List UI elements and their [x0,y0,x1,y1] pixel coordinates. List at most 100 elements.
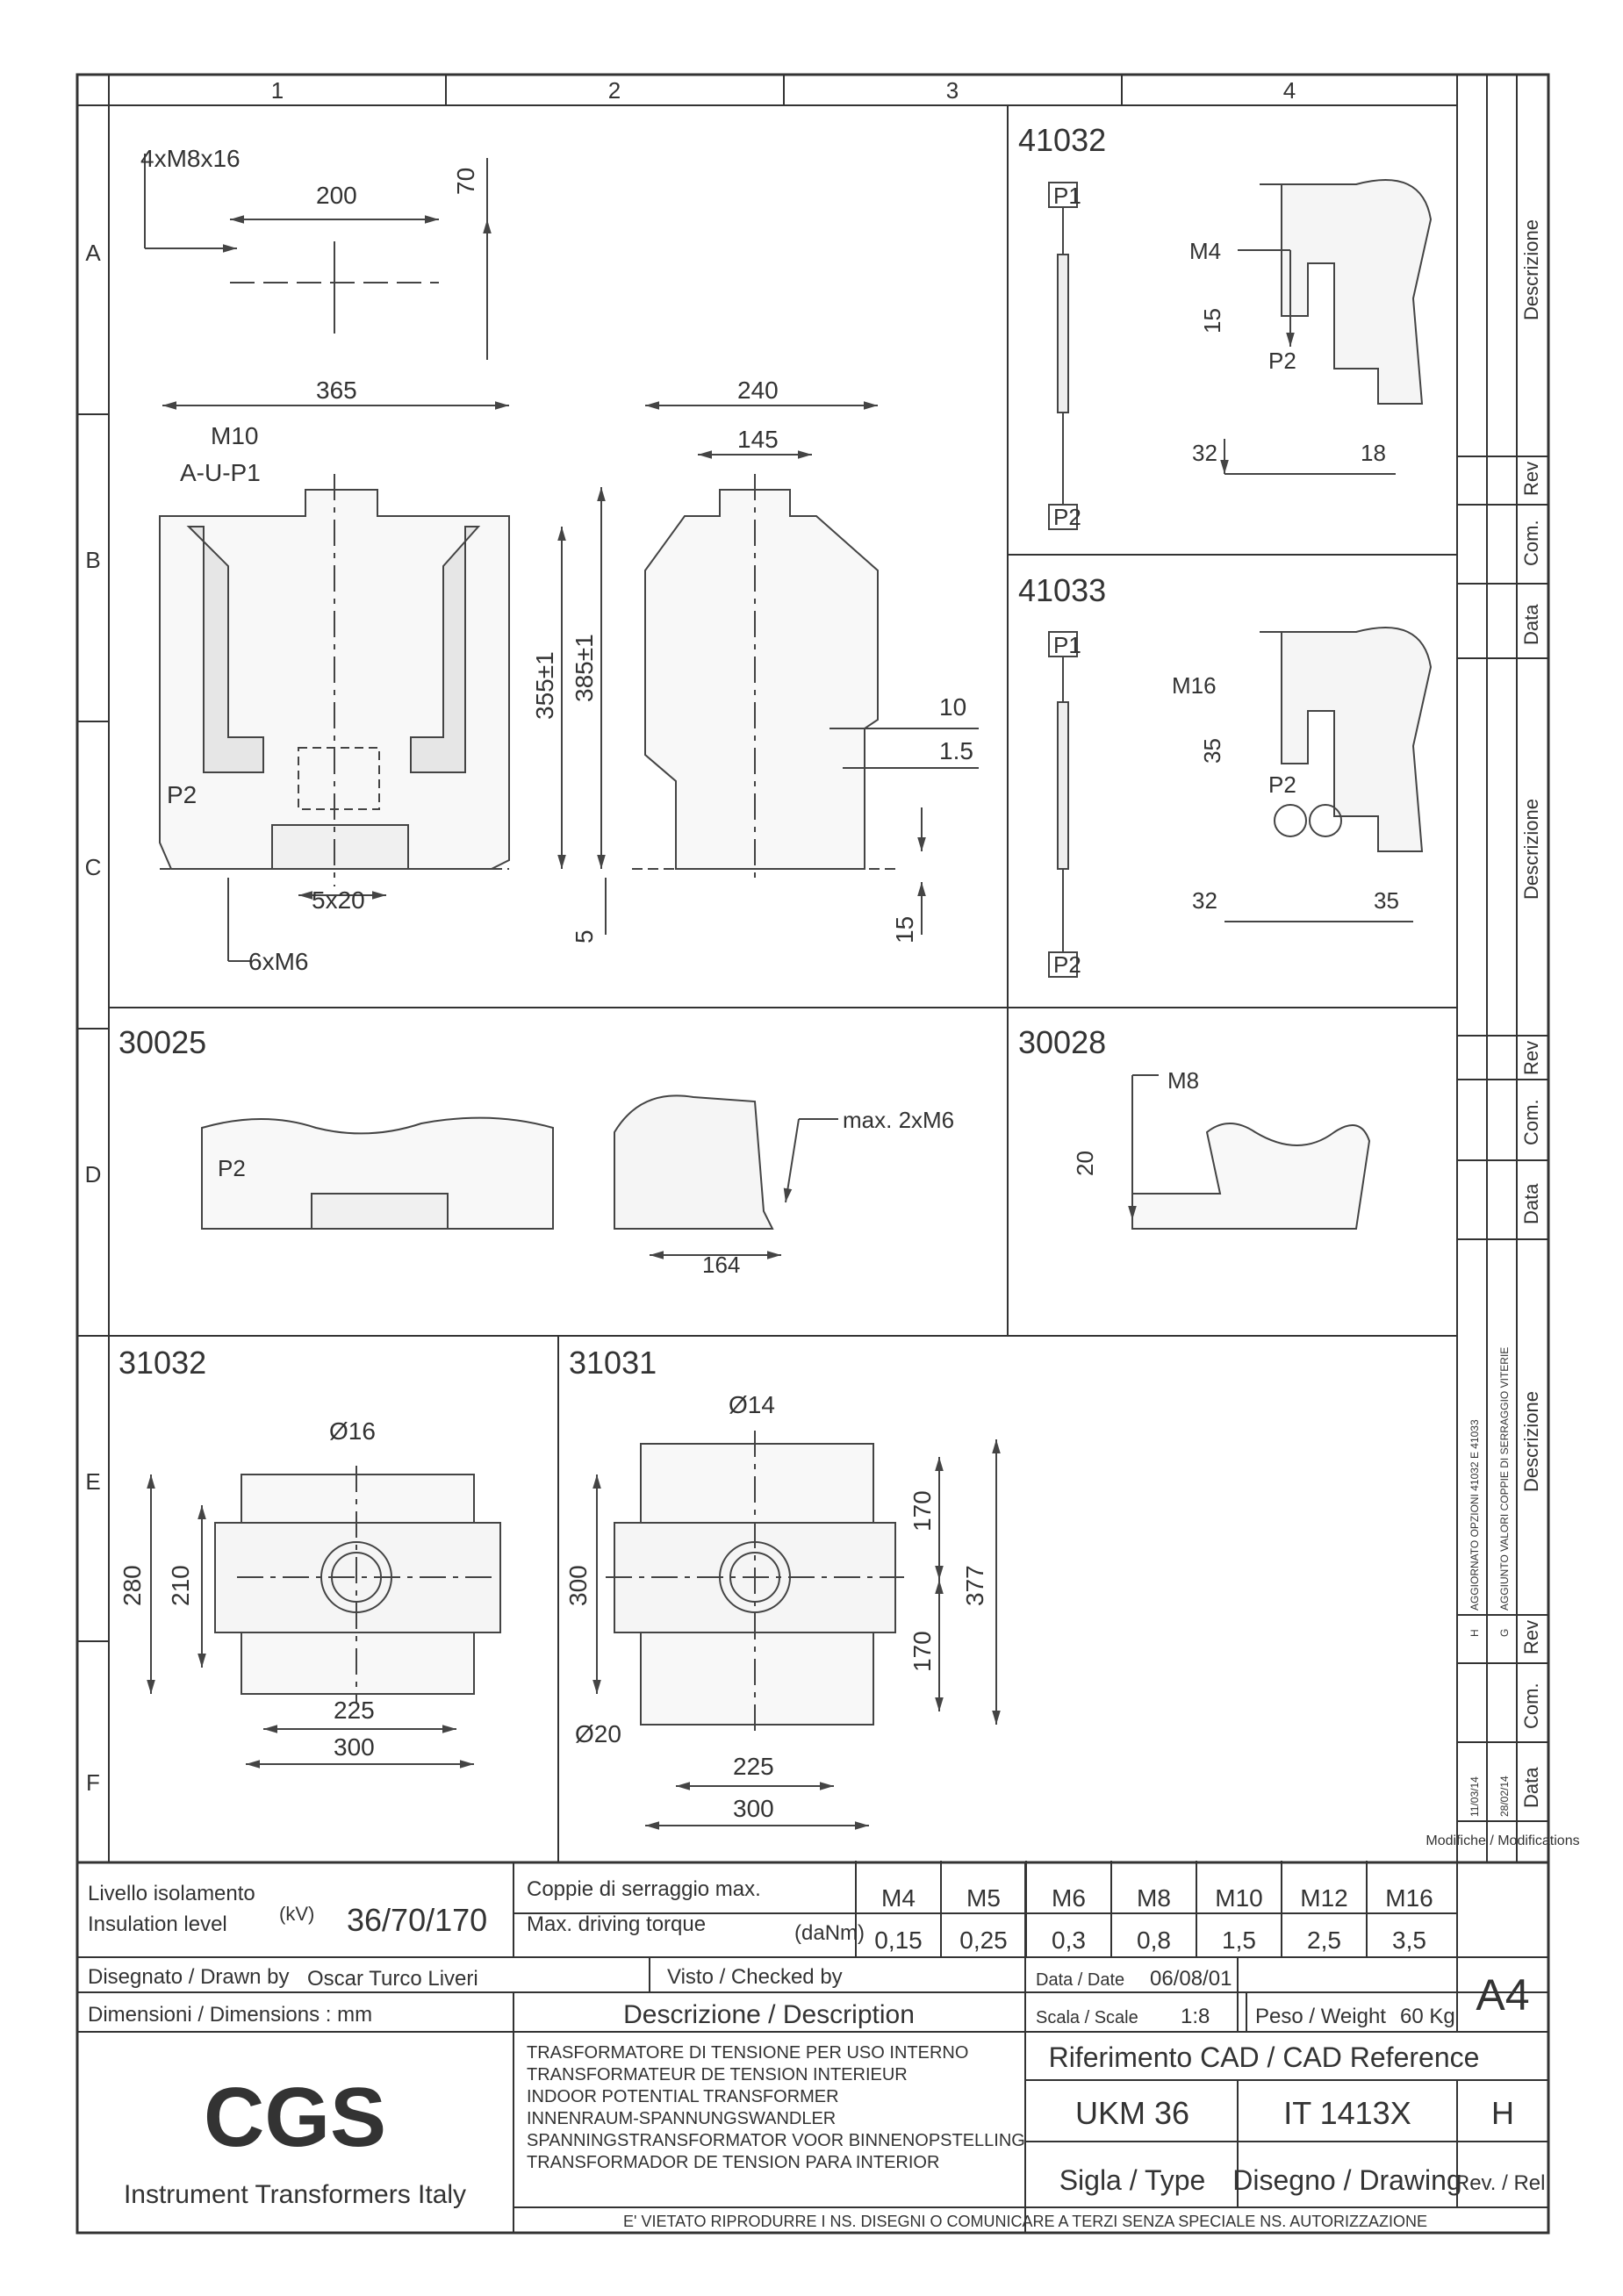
rev-header-data-2: Data [1520,1183,1542,1224]
dimensions-label: Dimensioni / Dimensions : mm [88,2003,372,2027]
dia-20: Ø20 [575,1720,621,1747]
sheet-size: A4 [1476,1970,1529,2020]
scale-label: Scala / Scale [1036,2008,1138,2027]
dim-5: 5 [571,929,598,944]
description-line-en: INDOOR POTENTIAL TRANSFORMER [527,2087,839,2106]
rev-header-com-3: Com. [1520,1683,1542,1729]
sheet-border [75,73,1550,2235]
grid-row-c: C [85,854,102,880]
view-31031-title: 31031 [569,1345,657,1381]
grid-col-1: 1 [271,77,284,104]
description-line-nl: SPANNINGSTRANSFORMATOR VOOR BINNENOPSTEL… [527,2131,1025,2150]
p1-label: P1 [1053,632,1081,658]
dim-170-lower: 170 [908,1631,936,1672]
dim-377: 377 [961,1565,988,1606]
dim-365: 365 [316,377,357,404]
torque-size-m16: M16 [1385,1884,1433,1912]
rev-header-rev-2: Rev [1520,1041,1542,1075]
p2-label: P2 [1053,951,1081,978]
date-label: Data / Date [1036,1970,1124,1990]
insulation-value: 36/70/170 [347,1902,487,1938]
drawn-by: Oscar Turco Liveri [307,1967,478,1991]
torque-size-m8: M8 [1137,1884,1171,1912]
company-subtitle: Instrument Transformers Italy [124,2180,466,2209]
rev-entry-g-rev: G [1498,1629,1511,1637]
description-line-it: TRASFORMATORE DI TENSIONE PER USO INTERN… [527,2043,968,2063]
checked-by-label: Visto / Checked by [667,1965,843,1989]
p2-label: P2 [167,781,197,808]
main-view: 4xM8x16 200 70 365 M10 A-U-P1 240 145 35… [140,145,979,975]
description-line-fr: TRANSFORMATEUR DE TENSION INTERIEUR [527,2065,908,2084]
view-31032: 31032 Ø16 280 210 225 300 [118,1345,501,1769]
p2-label: P2 [218,1155,246,1181]
rev-header-data-3: Data [1520,1767,1542,1808]
terminal-label-m10: M10 [211,422,258,449]
revision-block: Descrizione Rev Com. Data Descrizione Re… [1426,219,1579,1848]
dim-355: 355±1 [531,651,558,720]
dim-18: 18 [1361,440,1386,466]
dim-300: 300 [334,1733,375,1761]
insulation-unit: (kV) [279,1903,314,1925]
grid-row-a: A [85,240,101,266]
dim-385: 385±1 [571,634,598,702]
view-41032: 41032 P1 P2 M4 P2 15 32 18 [1018,122,1433,530]
view-30025: 30025 P2 max. 2xM6 164 [118,1024,954,1278]
grid-col-3: 3 [946,77,959,104]
dim-15: 15 [891,916,918,944]
company-logo: CGS [204,2070,386,2164]
rev-header-rev-3: Rev [1520,1620,1542,1654]
dim-300-vertical: 300 [564,1565,592,1606]
type-label: Sigla / Type [1059,2164,1206,2196]
grid-row-e: E [85,1468,100,1495]
terminal-label-a-u-p1: A-U-P1 [180,459,261,486]
dim-15: 15 [1199,308,1225,334]
weight-label: Peso / Weight [1255,2005,1386,2028]
torque-size-m12: M12 [1300,1884,1347,1912]
dim-10: 10 [939,693,966,721]
torque-size-m4: M4 [881,1884,916,1912]
title-block: Livello isolamento Insulation level (kV)… [77,1861,1551,2233]
torque-value-m4: 0,15 [874,1926,923,1954]
torque-value-m16: 3,5 [1392,1926,1426,1954]
dim-1-5: 1.5 [939,737,973,764]
modifiche-label: Modifiche / Modifications [1426,1833,1579,1848]
revision-letter: H [1491,2095,1514,2131]
rev-header-com-1: Com. [1520,520,1542,566]
p2-earth-label: P2 [1268,348,1296,374]
description-line-de: INNENRAUM-SPANNUNGSWANDLER [527,2109,836,2128]
dim-300: 300 [733,1795,774,1822]
dim-225: 225 [334,1697,375,1724]
rev-header-data-1: Data [1520,604,1542,645]
description-label: Descrizione / Description [623,2000,915,2029]
torque-value-m8: 0,8 [1137,1926,1171,1954]
cad-reference-label: Riferimento CAD / CAD Reference [1049,2041,1480,2073]
torque-label-it: Coppie di serraggio max. [527,1877,761,1901]
view-31032-title: 31032 [118,1345,206,1381]
dia-16: Ø16 [329,1417,376,1445]
insulation-label-it: Livello isolamento [88,1882,255,1905]
drawing-label: Disegno / Drawing [1232,2164,1461,2196]
date: 06/08/01 [1150,1967,1232,1991]
torque-size-m5: M5 [966,1884,1001,1912]
torque-size-m10: M10 [1215,1884,1262,1912]
torque-value-m6: 0,3 [1052,1926,1086,1954]
view-31031: 31031 Ø14 170 377 300 170 Ø20 225 300 [564,1345,1001,1830]
dim-145: 145 [737,426,779,453]
view-41033: 41033 P1 P2 M16 P2 35 32 35 [1018,572,1433,978]
dim-70: 70 [452,168,479,195]
grid-row-d: D [85,1161,102,1187]
dim-35-horizontal: 35 [1374,887,1399,914]
drawn-by-label: Disegnato / Drawn by [88,1965,289,1989]
m8-label: M8 [1167,1067,1199,1094]
dim-32: 32 [1192,440,1217,466]
callout-6xm6: 6xM6 [248,948,308,975]
rev-entry-g-date: 28/02/14 [1498,1776,1511,1817]
dim-200: 200 [316,182,357,209]
torque-value-m10: 1,5 [1222,1926,1256,1954]
rev-header-com-2: Com. [1520,1099,1542,1145]
grid-col-2: 2 [608,77,621,104]
rev-entry-h-rev: H [1469,1629,1481,1637]
grid-col-4: 4 [1283,77,1296,104]
view-41033-title: 41033 [1018,572,1106,608]
